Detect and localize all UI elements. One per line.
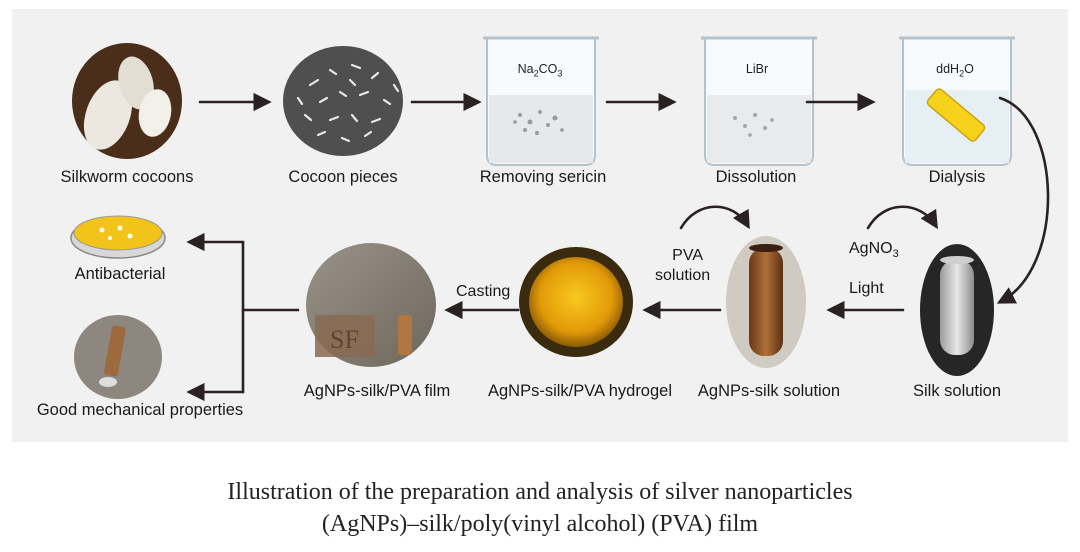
mechanical-properties-image xyxy=(74,315,162,399)
label-removing-sericin: Removing sericin xyxy=(479,168,607,186)
arrow-dialysis-to-silk-solution xyxy=(996,96,1050,304)
label-agnps-silk-solution: AgNPs-silk solution xyxy=(697,382,841,400)
label-cocoon-pieces: Cocoon pieces xyxy=(288,168,398,186)
label-silk-solution: Silk solution xyxy=(912,382,1002,400)
figure-caption: Illustration of the preparation and anal… xyxy=(0,476,1080,540)
silk-solution-image xyxy=(920,244,994,376)
na2co3-beaker xyxy=(483,36,599,166)
na2co3-label: Na2CO3 xyxy=(517,62,563,79)
arrow-pva-curve xyxy=(679,205,750,230)
caption-line-1: Illustration of the preparation and anal… xyxy=(227,479,853,505)
silkworm-cocoons-image xyxy=(72,43,182,159)
caption-line-2: (AgNPs)–silk/poly(vinyl alcohol) (PVA) f… xyxy=(321,511,759,537)
casting-label: Casting xyxy=(456,283,511,300)
ddh2o-beaker xyxy=(899,36,1015,166)
cocoon-pieces-image xyxy=(283,46,403,156)
label-antibacterial: Antibacterial xyxy=(74,265,166,283)
film-image: SF xyxy=(306,243,436,367)
agnps-silk-solution-image xyxy=(726,236,806,368)
ddh2o-label: ddH2O xyxy=(936,62,974,79)
arrow-agno3-curve xyxy=(866,205,938,230)
hydrogel-image xyxy=(519,247,633,357)
label-hydrogel: AgNPs-silk/PVA hydrogel xyxy=(487,382,673,400)
flow-arrows xyxy=(186,92,1050,402)
light-label: Light xyxy=(849,280,884,297)
label-silkworm-cocoons: Silkworm cocoons xyxy=(60,168,194,186)
libr-label: LiBr xyxy=(745,62,769,76)
label-film: AgNPs-silk/PVA film xyxy=(303,382,451,400)
label-dialysis: Dialysis xyxy=(928,168,986,186)
label-mechanical: Good mechanical properties xyxy=(36,401,244,419)
libr-beaker xyxy=(701,36,817,166)
label-dissolution: Dissolution xyxy=(715,168,797,186)
agno3-label: AgNO3 xyxy=(849,240,899,261)
antibacterial-dish-image xyxy=(70,215,166,259)
svg-text:SF: SF xyxy=(330,325,359,354)
